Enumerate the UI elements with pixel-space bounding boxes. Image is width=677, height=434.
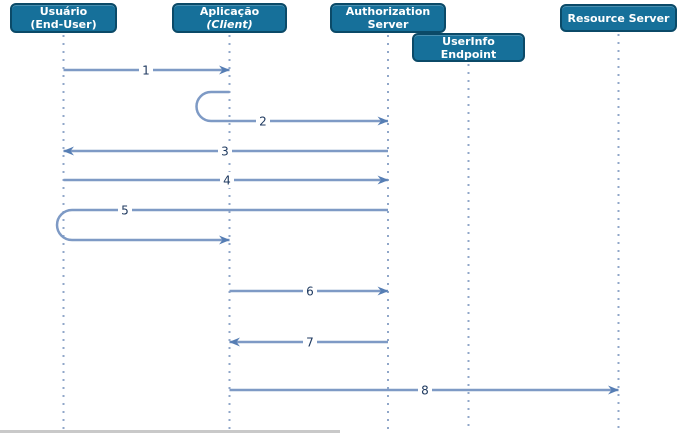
message-label-1: 1 (142, 64, 150, 78)
message-label-5: 5 (121, 204, 129, 218)
actor-aplicacao-client: Aplicação (Client) (172, 3, 287, 33)
message-label-gap-3 (218, 143, 232, 159)
message-label-6: 6 (306, 285, 314, 299)
actor-userinfo-endpoint: UserInfo Endpoint (412, 33, 525, 62)
message-label-4: 4 (223, 174, 231, 188)
message-arrow-5 (55, 208, 388, 245)
message-label-gap-1 (139, 62, 153, 78)
actor-label-line1: Usuário (39, 5, 88, 18)
message-label-gap-8 (418, 382, 432, 398)
message-label-gap-5 (118, 202, 132, 218)
message-arrow-2 (195, 90, 389, 126)
actor-label-line1: Aplicação (199, 5, 260, 18)
message-label-gap-4 (220, 172, 234, 188)
actor-authorization-server: Authorization Server (330, 3, 446, 33)
actor-label-line1: Authorization (345, 5, 431, 18)
message-label-2: 2 (259, 115, 267, 129)
message-label-gap-6 (303, 283, 317, 299)
actor-usuario-end-user: Usuário (End-User) (10, 3, 117, 33)
message-label-gap-2 (256, 113, 270, 129)
actor-label-line1: Resource Server (567, 11, 670, 25)
message-label-3: 3 (221, 145, 229, 159)
message-label-gap-7 (303, 334, 317, 350)
message-label-7: 7 (306, 336, 314, 350)
actor-label-line2: (End-User) (30, 18, 97, 31)
bottom-edge-rule (0, 430, 340, 433)
actor-label-line2: (Client) (206, 18, 253, 31)
actor-label-line1: UserInfo Endpoint (440, 34, 497, 61)
actor-resource-server: Resource Server (560, 4, 677, 32)
message-label-8: 8 (421, 384, 429, 398)
actor-label-line2: Server (367, 18, 409, 31)
